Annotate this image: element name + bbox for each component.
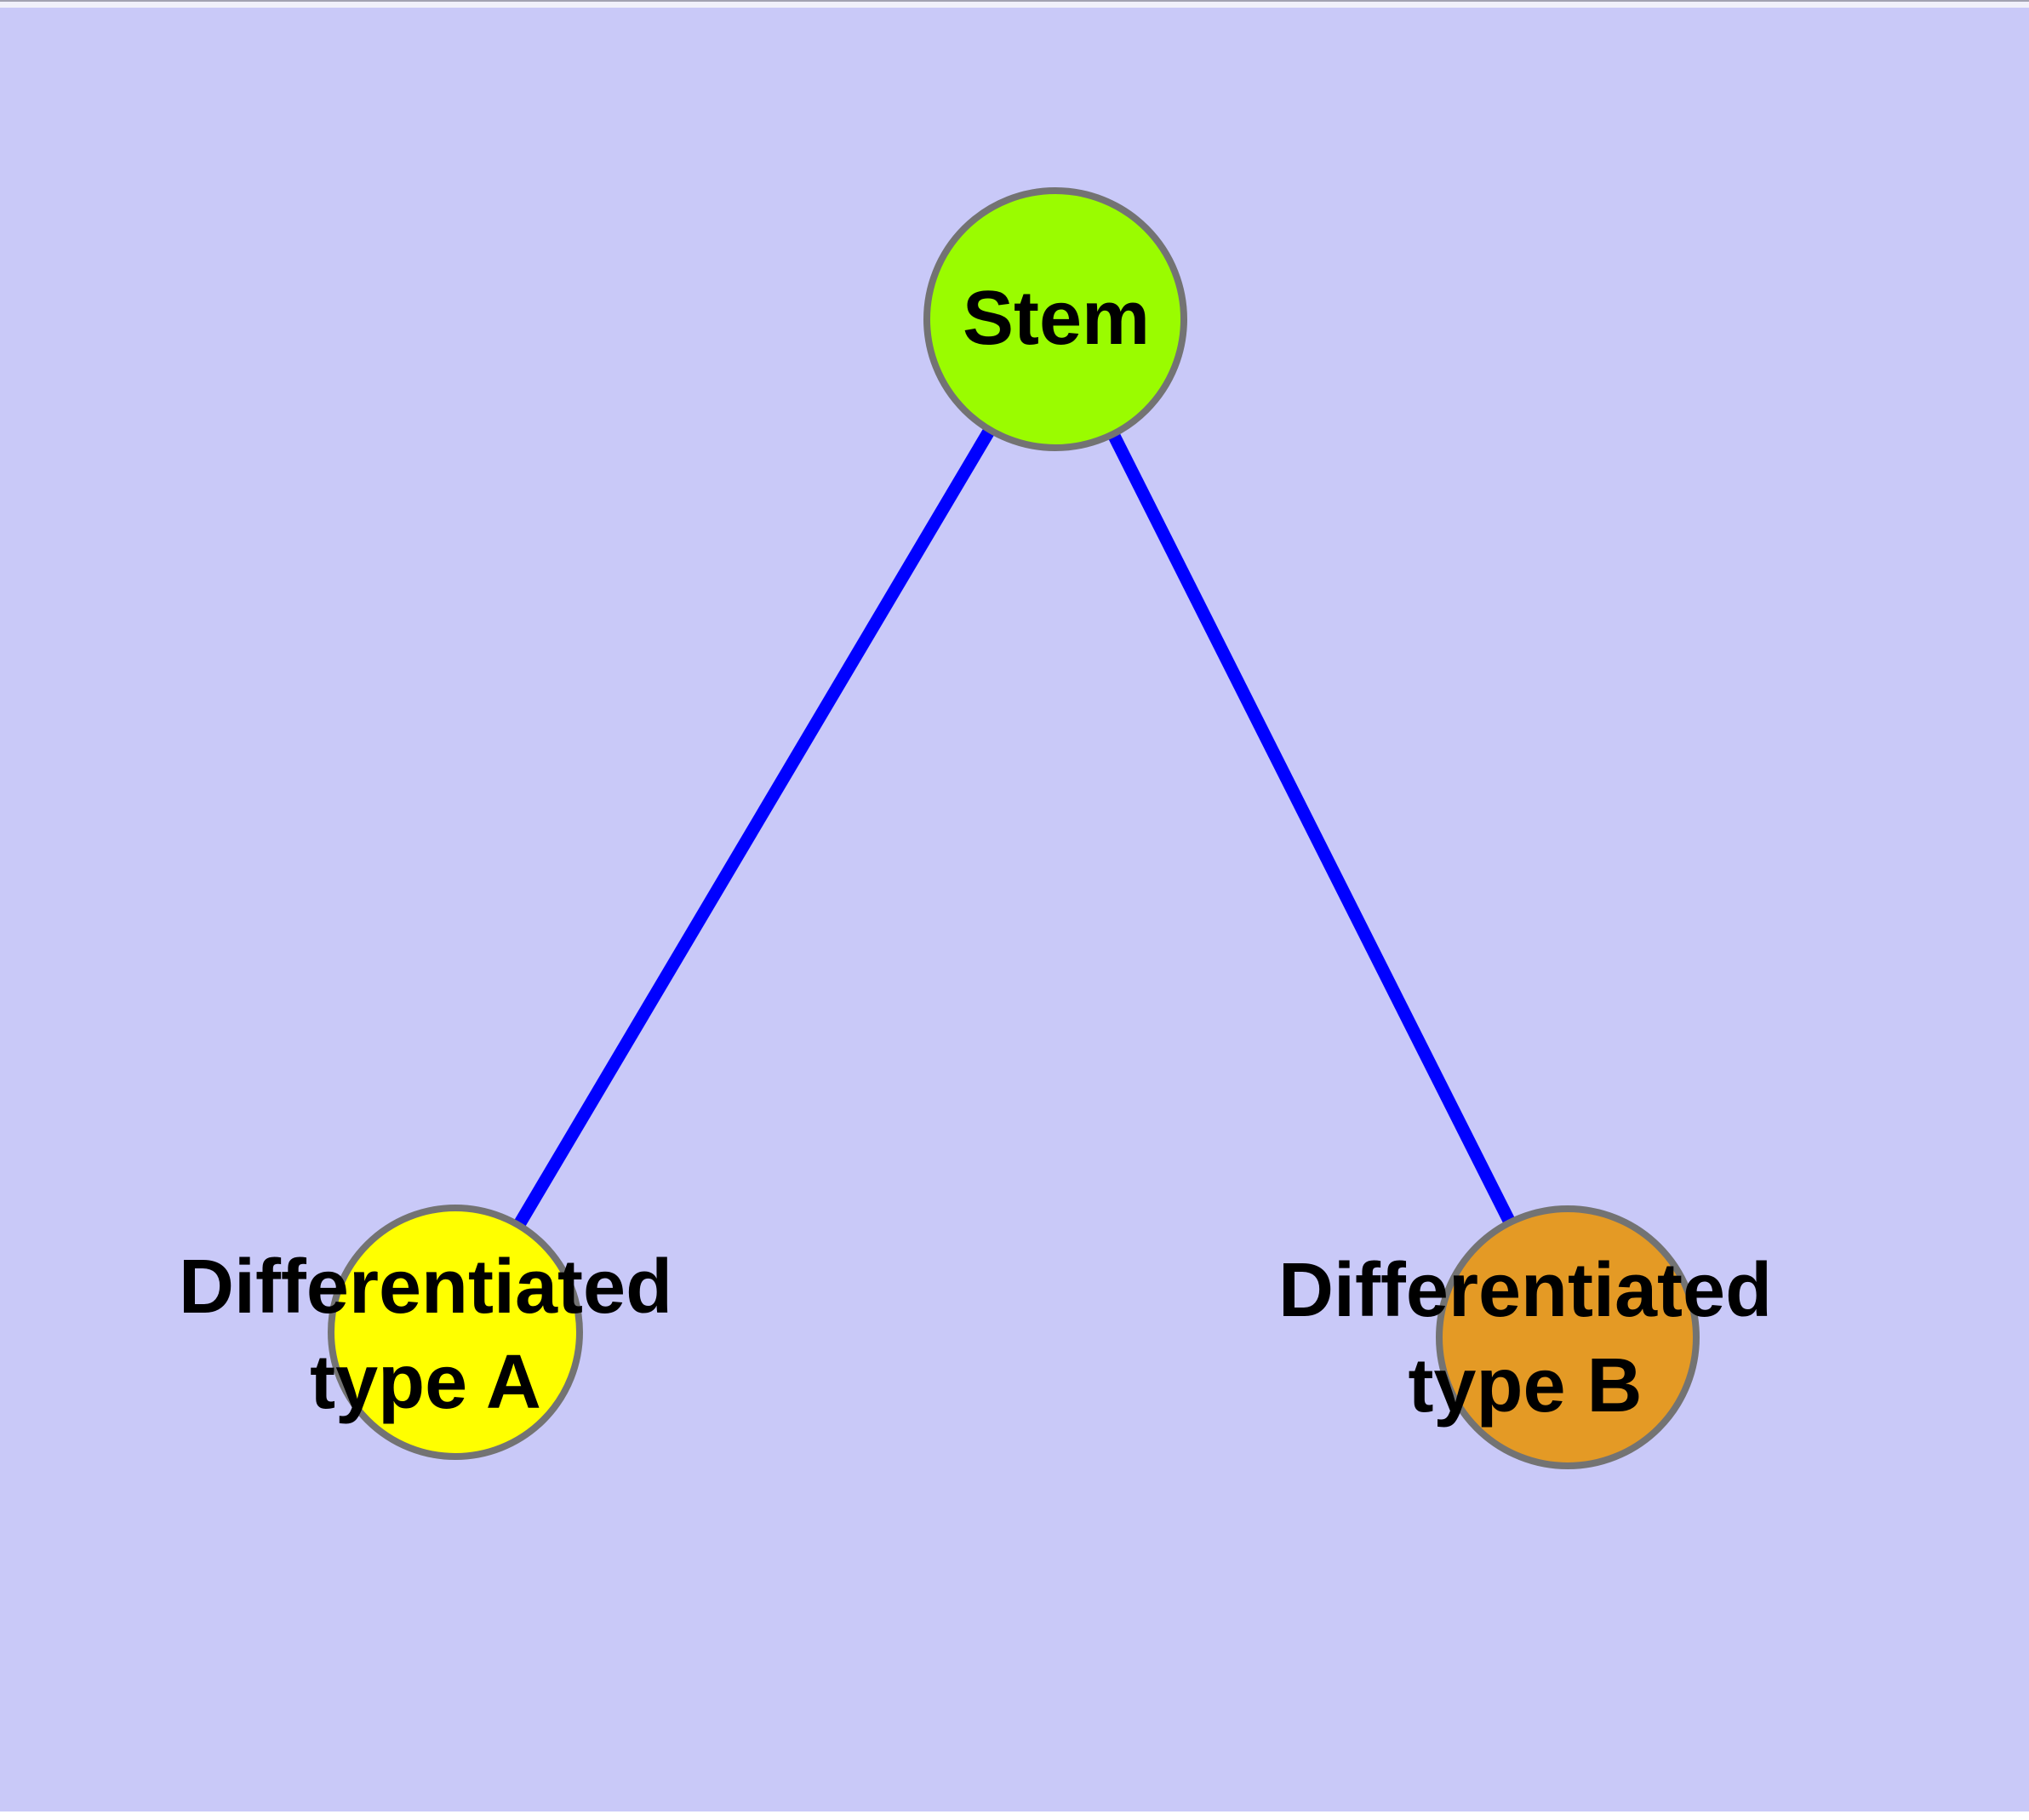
window-bottom-edge [0,1811,2029,1820]
node-type-a-label: Differentiated type A [178,1245,673,1425]
edge-stem-to-type-b [1049,316,1574,1341]
node-stem-circle [923,187,1187,451]
node-stem-label: Stem [962,276,1151,361]
edge-stem-to-type-a [449,316,1061,1336]
window-top-edge [0,0,2029,8]
node-type-a-circle [328,1205,583,1460]
node-type-b-circle [1436,1205,1700,1469]
node-type-b-label: Differentiated type B [1277,1248,1773,1428]
